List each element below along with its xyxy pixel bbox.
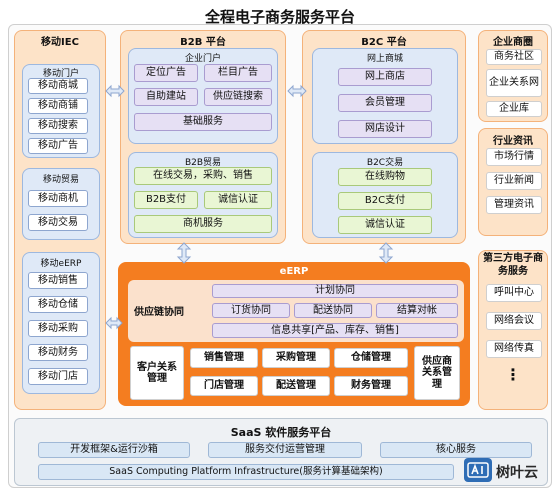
b2c-trade-item: 诚信认证 — [338, 216, 432, 234]
enterprise-circle-item: 企业关系网 — [486, 69, 542, 97]
watermark-text: 树叶云 — [496, 465, 538, 481]
saas-item: 服务交付运营管理 — [208, 442, 362, 458]
industry-info-title: 行业资讯 — [493, 136, 533, 147]
erp-module: 销售管理 — [190, 348, 258, 368]
third-party-item: 网络会议 — [486, 312, 542, 330]
enterprise-circle-item: 商务社区 — [486, 49, 542, 65]
b2b-trade-label: B2B贸易 — [184, 158, 222, 168]
info-share-box: 信息共享[产品、库存、销售] — [212, 323, 458, 338]
arrow-mobile-eerp-icon — [105, 316, 123, 330]
mobile-portal-item: 移动搜索 — [28, 118, 88, 134]
arrow-b2c-eerp-icon — [378, 242, 394, 264]
watermark-logo-icon — [464, 458, 492, 482]
b2c-mall-label: 网上商城 — [366, 54, 403, 64]
erp-module: 仓储管理 — [334, 348, 408, 368]
arrow-mobile-b2b-icon — [105, 84, 125, 98]
b2b-trade-item: 在线交易，采购、销售 — [134, 167, 272, 185]
b2c-trade-item: 在线购物 — [338, 168, 432, 186]
b2c-mall-item: 网店设计 — [338, 120, 432, 138]
mobile-iec-title: 移动IEC — [41, 37, 79, 48]
b2b-portal-item: 基础服务 — [134, 113, 272, 131]
b2b-trade-item: 诚信认证 — [204, 191, 272, 209]
mobile-trade-label: 移动贸易 — [42, 175, 79, 185]
arrow-b2b-eerp-icon — [176, 242, 192, 264]
arrow-b2b-b2c-icon — [287, 84, 307, 98]
b2c-mall-item: 会员管理 — [338, 94, 432, 112]
third-party-panel — [478, 250, 548, 410]
eerp-title: eERP — [279, 266, 309, 277]
saas-infra: SaaS Computing Platform Infrastructure(服… — [38, 464, 454, 480]
b2b-portal-item: 自助建站 — [134, 88, 198, 106]
srm-box: 供应商关系管理 — [414, 346, 460, 400]
industry-info-item: 行业新闻 — [486, 172, 542, 190]
erp-module: 配送管理 — [262, 376, 330, 396]
mobile-trade-item: 移动商机 — [28, 190, 88, 207]
b2c-trade-item: B2C支付 — [338, 192, 432, 210]
enterprise-circle-title: 企业商圈 — [493, 37, 533, 48]
mobile-trade-item: 移动交易 — [28, 214, 88, 231]
plan-collab-box: 计划协同 — [212, 284, 458, 298]
erp-module: 采购管理 — [262, 348, 330, 368]
saas-item: 核心服务 — [380, 442, 532, 458]
saas-title: SaaS 软件服务平台 — [230, 426, 332, 439]
b2c-trade-label: B2C交易 — [366, 158, 404, 168]
crm-box: 客户关系管理 — [130, 346, 184, 400]
collab-item: 结算对帐 — [376, 303, 458, 318]
mobile-eerp-item: 移动采购 — [28, 320, 88, 337]
b2b-trade-item: 商机服务 — [134, 215, 272, 233]
mobile-eerp-item: 移动门店 — [28, 368, 88, 385]
mobile-portal-item: 移动广告 — [28, 138, 88, 154]
more-ellipsis: ⋮ — [505, 365, 521, 384]
b2c-mall-item: 网上商店 — [338, 68, 432, 86]
third-party-item: 网络传真 — [486, 340, 542, 358]
b2b-portal-label: 企业门户 — [184, 54, 221, 64]
mobile-portal-item: 移动商铺 — [28, 98, 88, 114]
mobile-eerp-item: 移动财务 — [28, 344, 88, 361]
third-party-title: 第三方电子商务服务 — [483, 253, 543, 277]
saas-item: 开发框架&运行沙箱 — [38, 442, 190, 458]
b2b-portal-item: 栏目广告 — [204, 64, 272, 82]
mobile-eerp-item: 移动仓储 — [28, 296, 88, 313]
b2b-portal-item: 供应链搜索 — [204, 88, 272, 106]
mobile-portal-item: 移动商城 — [28, 78, 88, 94]
page-title: 全程电子商务服务平台 — [204, 8, 355, 26]
industry-info-item: 市场行情 — [486, 148, 542, 166]
mobile-portal-label: 移动门户 — [42, 69, 79, 79]
mobile-eerp-label: 移动eERP — [40, 259, 82, 269]
industry-info-item: 管理资讯 — [486, 196, 542, 214]
erp-module: 门店管理 — [190, 376, 258, 396]
b2b-portal-item: 定位广告 — [134, 64, 198, 82]
collab-item: 配送协同 — [294, 303, 372, 318]
supply-chain-label: 供应链协同 — [134, 307, 184, 318]
b2c-title: B2C 平台 — [361, 37, 407, 48]
third-party-item: 呼叫中心 — [486, 284, 542, 302]
mobile-eerp-item: 移动销售 — [28, 272, 88, 289]
collab-item: 订货协同 — [212, 303, 290, 318]
b2b-trade-item: B2B支付 — [134, 191, 198, 209]
b2b-title: B2B 平台 — [180, 37, 226, 48]
erp-module: 财务管理 — [334, 376, 408, 396]
enterprise-circle-item: 企业库 — [486, 101, 542, 117]
